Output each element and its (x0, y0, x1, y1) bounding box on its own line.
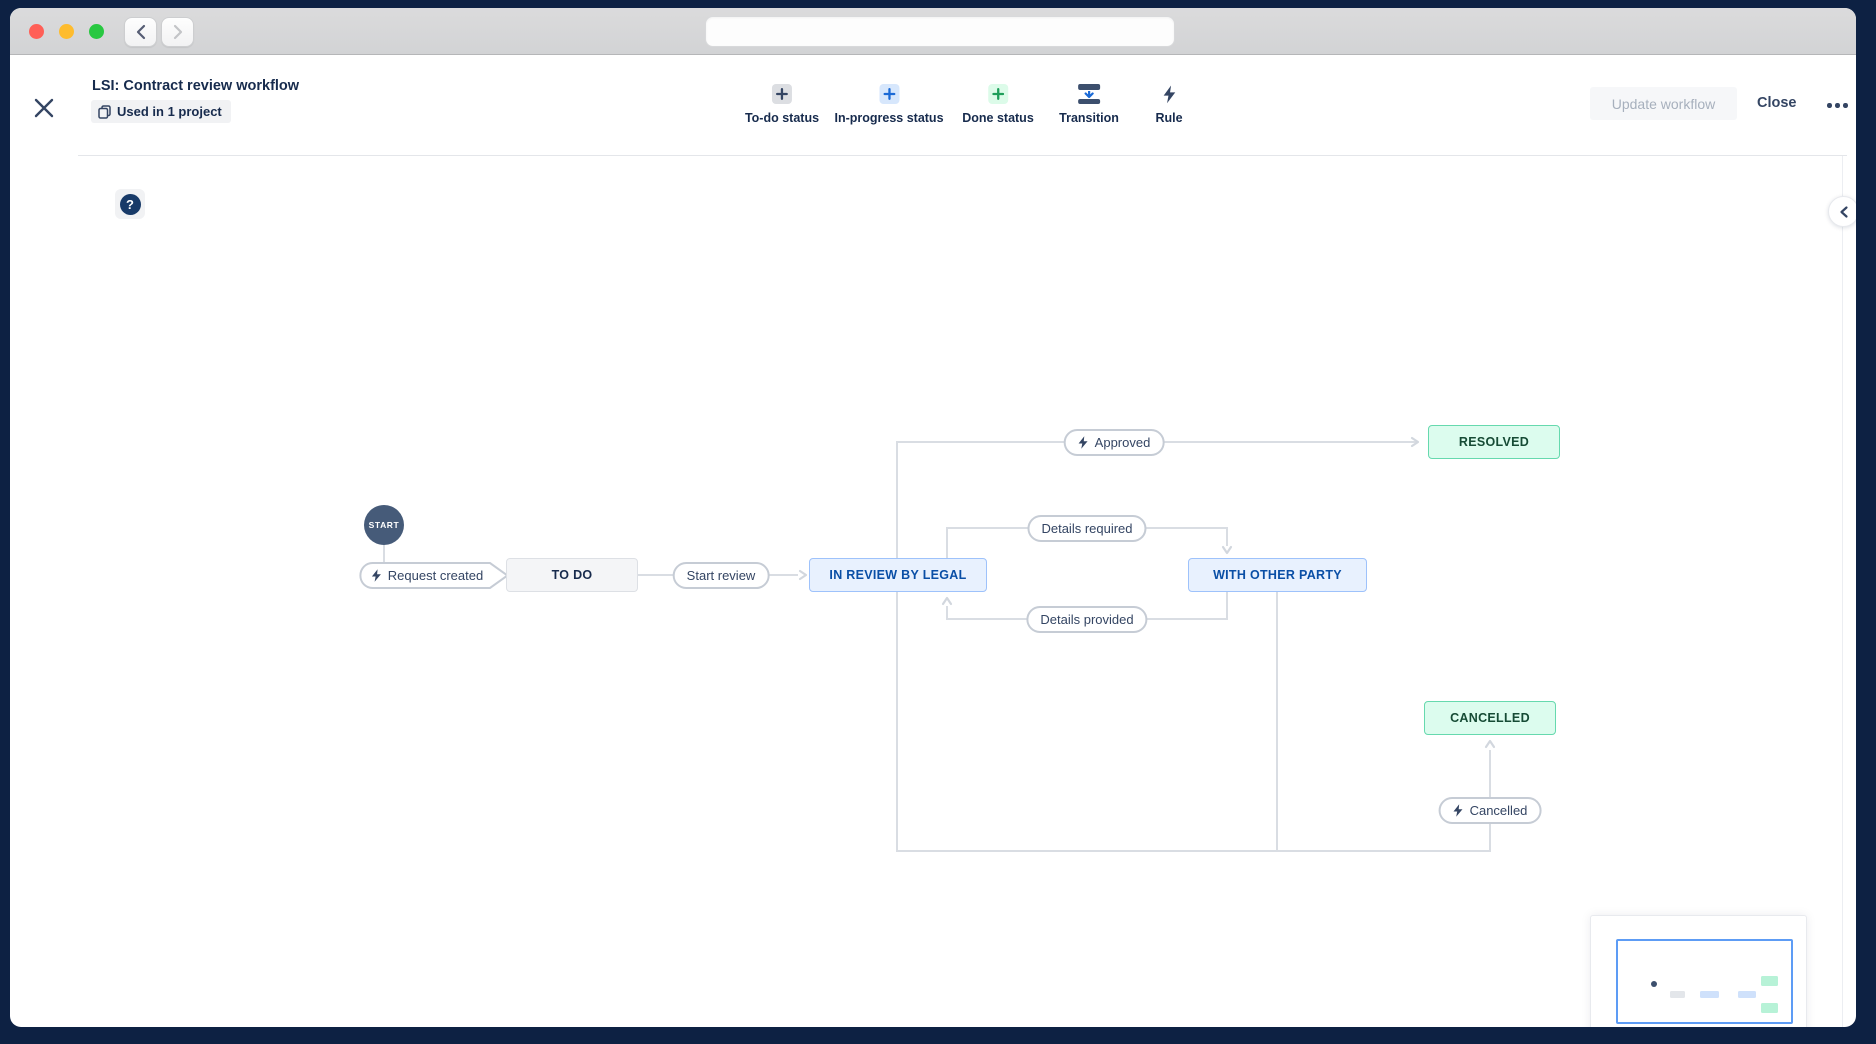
header-divider (78, 155, 1847, 156)
browser-forward-button[interactable] (161, 17, 194, 47)
start-node[interactable]: START (364, 505, 404, 545)
minimap-status-done (1761, 1003, 1778, 1013)
close-editor-button[interactable] (30, 94, 58, 122)
minimap-status-done (1761, 976, 1778, 986)
minimap-panel (1590, 915, 1807, 1027)
connector (1226, 592, 1228, 620)
toolbar-label: Transition (1059, 111, 1119, 125)
transition-request-created[interactable]: Request created (359, 562, 509, 589)
connector (896, 592, 898, 852)
arrowhead-right (1410, 436, 1420, 448)
plus-icon (879, 84, 899, 104)
transition-approved[interactable]: Approved (1063, 429, 1165, 456)
close-icon (34, 98, 54, 118)
status-cancelled[interactable]: CANCELLED (1424, 701, 1556, 735)
dot-icon (1843, 103, 1848, 108)
minimap-status-todo (1670, 991, 1685, 998)
chevron-left-icon (1839, 205, 1848, 218)
connector (896, 441, 898, 558)
add-rule-button[interactable]: Rule (1155, 84, 1183, 125)
arrowhead-up (1484, 739, 1496, 749)
connector (1226, 527, 1228, 546)
transition-details-provided[interactable]: Details provided (1026, 606, 1148, 633)
connector (766, 574, 798, 576)
add-todo-status-button[interactable]: To-do status (745, 84, 819, 125)
lightning-icon (1162, 84, 1176, 104)
address-bar[interactable] (705, 16, 1175, 47)
workflow-title: LSI: Contract review workflow (92, 78, 300, 94)
connector (383, 545, 385, 562)
toolbar-label: To-do status (744, 111, 820, 125)
status-with-other-party[interactable]: WITH OTHER PARTY (1188, 558, 1367, 592)
minimap-viewport[interactable] (1616, 939, 1793, 1024)
transition-label: Details required (1041, 521, 1133, 536)
transition-arrow-icon (1077, 84, 1100, 104)
transition-pill-shape (359, 562, 509, 589)
window-close-button[interactable] (28, 23, 44, 39)
status-resolved[interactable]: RESOLVED (1428, 425, 1560, 459)
collapse-panel-button[interactable] (1828, 196, 1856, 227)
connector (896, 850, 1491, 852)
transition-label: Approved (1094, 435, 1151, 450)
add-inprogress-status-button[interactable]: In-progress status (834, 84, 944, 125)
connector (946, 606, 948, 620)
back-chevron-icon (136, 24, 145, 40)
toolbar-label: In-progress status (834, 111, 944, 125)
transition-label: Start review (686, 568, 756, 583)
transition-label: Cancelled (1469, 803, 1528, 818)
copy-icon (98, 104, 111, 119)
update-workflow-button[interactable]: Update workflow (1590, 87, 1737, 120)
right-panel-divider (1842, 156, 1843, 1027)
question-icon: ? (119, 193, 141, 215)
connector (1276, 592, 1278, 852)
toolbar-label: Rule (1155, 111, 1183, 125)
transition-label: Request created (387, 568, 484, 583)
badge-label: Used in 1 project (117, 104, 222, 119)
add-transition-button[interactable]: Transition (1059, 84, 1119, 125)
minimap-status-inprogress (1700, 991, 1719, 998)
browser-back-button[interactable] (124, 17, 157, 47)
close-button[interactable]: Close (1757, 95, 1797, 111)
transition-label: Details provided (1040, 612, 1134, 627)
connector (946, 527, 948, 558)
plus-icon (771, 84, 792, 104)
add-done-status-button[interactable]: Done status (962, 84, 1034, 125)
arrowhead-right (798, 569, 808, 581)
transition-details-required[interactable]: Details required (1027, 515, 1147, 542)
status-to-do[interactable]: TO DO (506, 558, 638, 592)
dot-icon (1835, 103, 1840, 108)
connector (638, 574, 676, 576)
help-button[interactable]: ? (115, 189, 145, 219)
transition-cancelled[interactable]: Cancelled (1438, 797, 1542, 824)
dot-icon (1827, 103, 1832, 108)
arrowhead-up (941, 596, 953, 606)
transition-start-review[interactable]: Start review (672, 562, 770, 589)
lightning-icon (1453, 804, 1463, 817)
minimap-status-inprogress (1738, 991, 1756, 998)
browser-window: LSI: Contract review workflow Used in 1 … (10, 8, 1856, 1027)
forward-chevron-icon (173, 24, 182, 40)
toolbar-label: Done status (962, 111, 1034, 125)
used-in-projects-badge[interactable]: Used in 1 project (91, 100, 231, 123)
minimap-start-node (1651, 981, 1657, 987)
lightning-icon (1078, 436, 1088, 449)
browser-chrome (10, 8, 1856, 55)
status-in-review-by-legal[interactable]: IN REVIEW BY LEGAL (809, 558, 987, 592)
plus-icon (987, 84, 1008, 104)
window-zoom-button[interactable] (88, 23, 104, 39)
arrowhead-down (1221, 545, 1233, 555)
more-options-button[interactable] (1825, 101, 1850, 110)
lightning-icon (371, 569, 381, 582)
window-minimize-button[interactable] (58, 23, 74, 39)
